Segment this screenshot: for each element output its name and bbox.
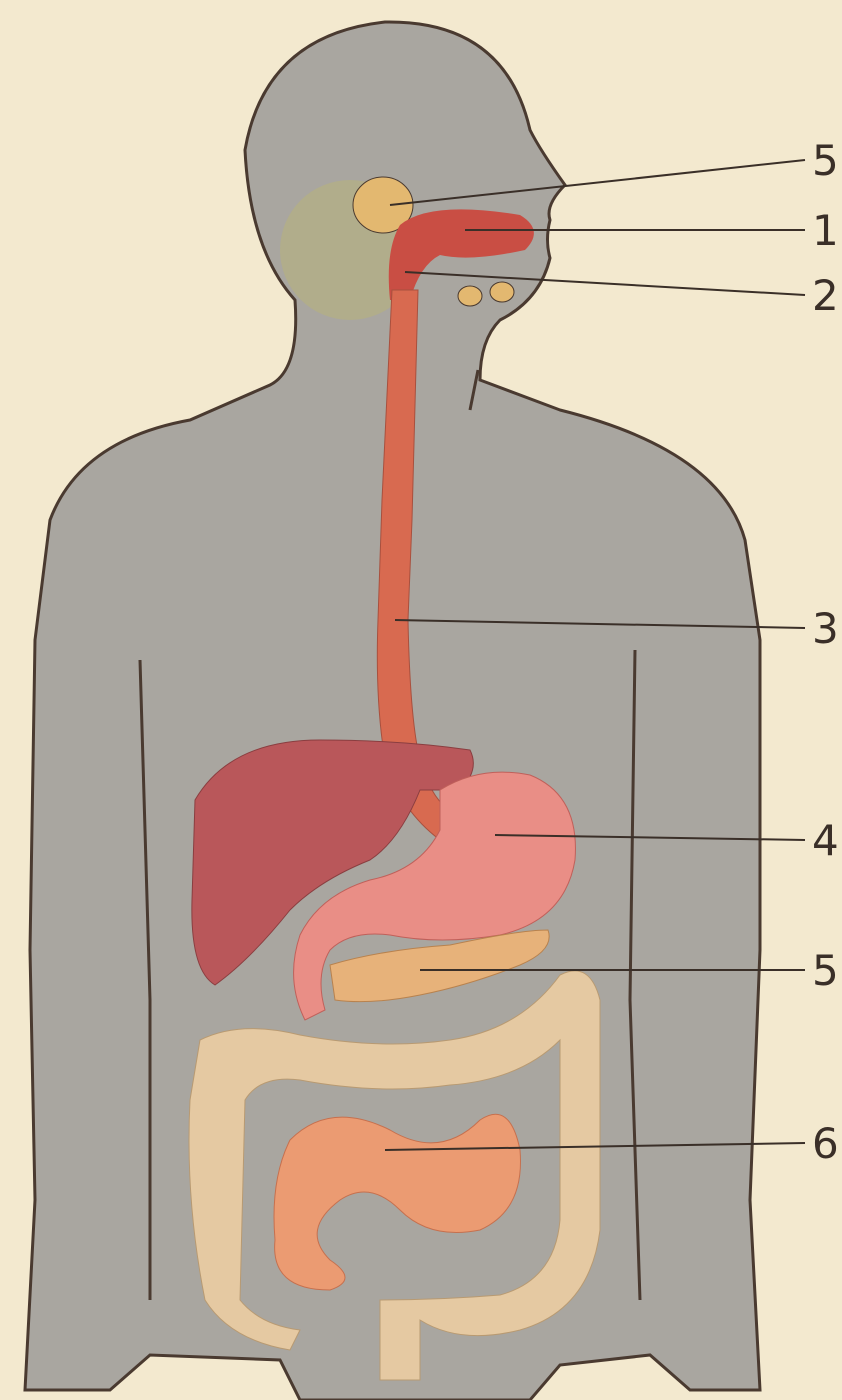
callout-number-esophagus: 3 [812,604,839,653]
callout-number-pharynx: 2 [812,271,839,320]
callout-number-pancreas: 5 [812,946,839,995]
callout-number-oral-cavity: 1 [812,206,839,255]
callout-number-small-intestine: 6 [812,1119,839,1168]
callout-numbers: 5 1 2 3 4 5 6 [812,136,839,1168]
callout-number-salivary-gland-top: 5 [812,136,839,185]
callout-number-stomach: 4 [812,816,839,865]
